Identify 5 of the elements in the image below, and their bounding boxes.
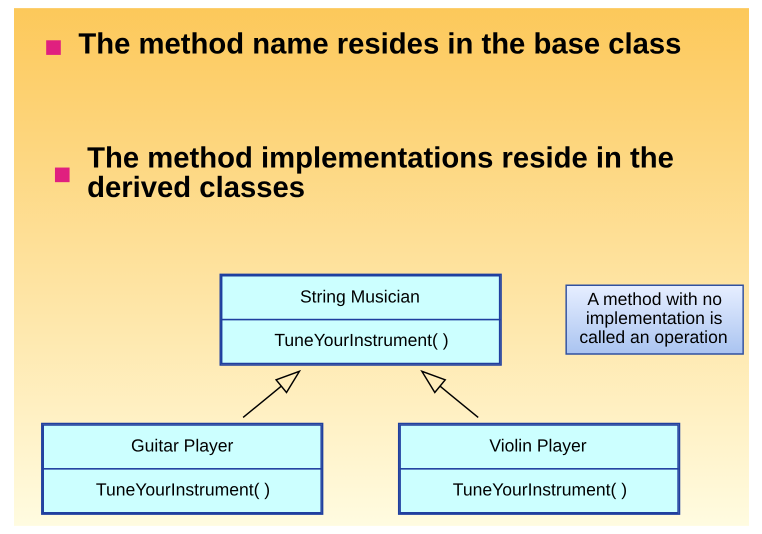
node-box: A method with no implementation is called an operation <box>564 284 744 355</box>
arrow <box>420 370 478 418</box>
label: The method implementations reside in the derived classes <box>86 142 674 204</box>
arrow <box>242 370 301 418</box>
label: The method name resides in the base class <box>78 28 681 60</box>
